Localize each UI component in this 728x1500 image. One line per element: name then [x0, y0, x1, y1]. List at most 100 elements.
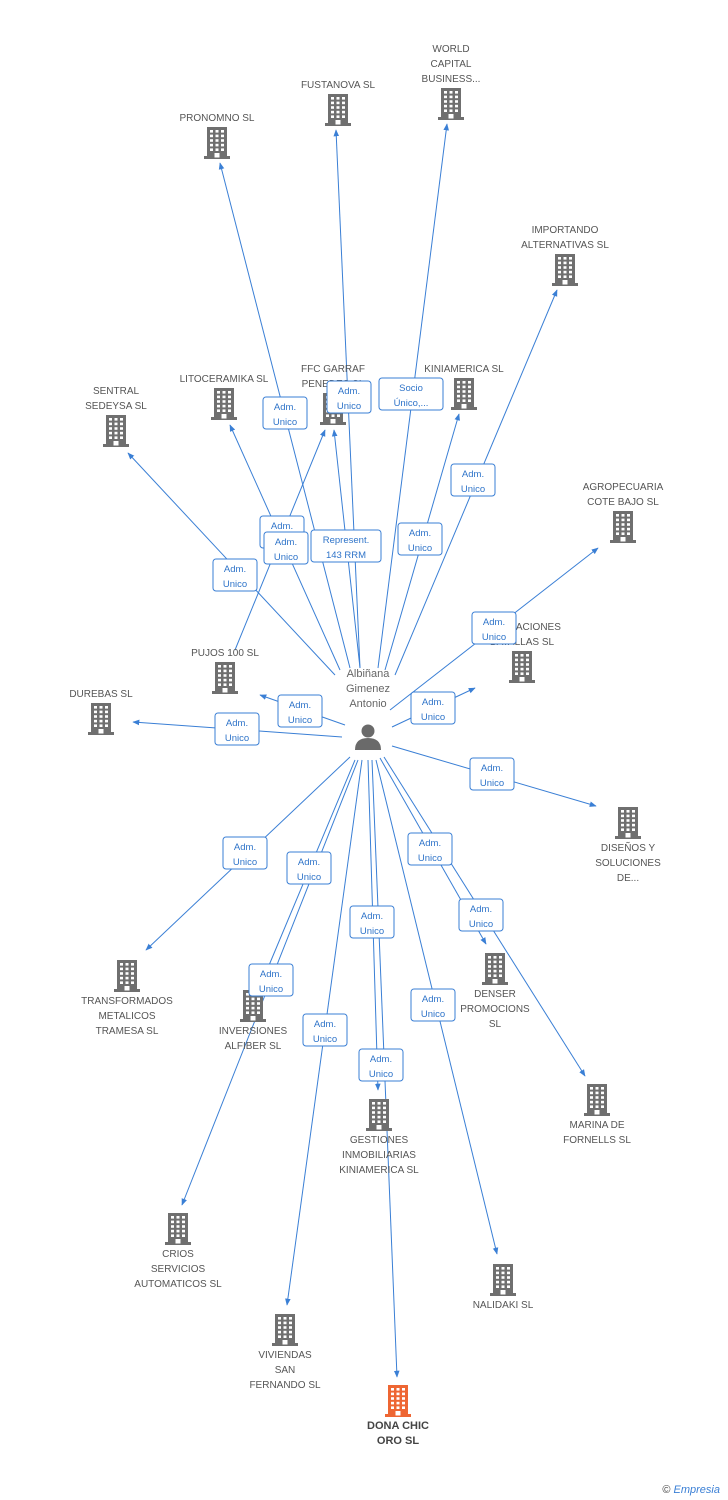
copyright-symbol: ©	[662, 1484, 671, 1496]
relation-label[interactable]: Adm.Unico	[397, 522, 443, 556]
company-label: FORNELLS SL	[563, 1135, 631, 1146]
relation-label[interactable]: Adm.Unico	[469, 757, 515, 791]
relation-text: Adm.	[274, 402, 296, 413]
company-label: BATALLAS SL	[490, 637, 555, 648]
relation-label[interactable]: Adm.Unico	[263, 531, 309, 565]
footer-brand[interactable]: © Empresia	[662, 1484, 720, 1496]
relation-text: Adm.	[260, 969, 282, 980]
company-label: DE...	[617, 873, 639, 884]
relations-layer: Adm.UnicoAdm.UnicoSocioÚnico,...Adm.Unic…	[212, 377, 517, 1082]
company-label: TRAMESA SL	[96, 1026, 159, 1037]
relation-text: Adm.	[462, 469, 484, 480]
relation-text: Unico	[223, 579, 247, 590]
company-label: PUJOS 100 SL	[191, 648, 259, 659]
edges-layer	[127, 123, 599, 1378]
company-label: IMPORTANDO	[532, 225, 599, 236]
company-label: SEDEYSA SL	[85, 401, 147, 412]
relation-label[interactable]: Adm.Unico	[349, 905, 395, 939]
building-icon	[204, 127, 230, 159]
company-label: DISEÑOS Y	[601, 841, 656, 854]
company-label: WORLD	[432, 44, 469, 55]
relation-text: Unico	[313, 1034, 337, 1045]
relation-text: Unico	[233, 857, 257, 868]
relation-label[interactable]: Adm.Unico	[358, 1048, 404, 1082]
relation-label[interactable]: Adm.Unico	[248, 963, 294, 997]
relation-text: Unico	[421, 1009, 445, 1020]
relation-label[interactable]: Adm. Unico	[410, 691, 456, 725]
relation-label[interactable]: Represent.143 RRM	[310, 529, 382, 563]
relation-text: Unico	[273, 417, 297, 428]
relation-text: Unico	[418, 853, 442, 864]
relation-label[interactable]: Adm.Unico	[458, 898, 504, 932]
company-label: DONA CHIC	[367, 1420, 429, 1432]
relation-label[interactable]: Adm.Unico	[450, 463, 496, 497]
company-node-nalidaki[interactable]: NALIDAKI SL	[473, 1264, 534, 1311]
company-label: DUREBAS SL	[69, 689, 133, 700]
building-icon	[212, 662, 238, 694]
relation-label[interactable]: Adm.Unico	[214, 712, 260, 746]
company-label: TRANSFORMADOS	[81, 996, 173, 1007]
company-label: AGROPECUARIA	[583, 482, 664, 493]
company-label: SOLUCIONES	[595, 858, 661, 869]
company-label: DENSER	[474, 989, 516, 1000]
company-label: CRIOS	[162, 1249, 194, 1260]
relation-text: Adm.	[409, 528, 431, 539]
company-label: BUSINESS...	[422, 74, 481, 85]
building-icon	[584, 1084, 610, 1116]
company-node-durebas[interactable]: DUREBAS SL	[69, 689, 133, 735]
relation-label[interactable]: Adm. Unico	[262, 396, 308, 430]
relation-label[interactable]: Adm. Unico	[212, 558, 258, 592]
relation-label[interactable]: SocioÚnico,...	[378, 377, 444, 411]
relation-text: Unico	[482, 632, 506, 643]
brand-name: Empresia	[673, 1484, 720, 1496]
company-label: PROMOCIONS	[460, 1004, 530, 1015]
company-node-disenos[interactable]: DISEÑOS Y SOLUCIONES DE...	[595, 807, 661, 884]
company-node-importando[interactable]: IMPORTANDO ALTERNATIVAS SL	[521, 225, 609, 286]
company-label: GESTIONES	[350, 1135, 409, 1146]
company-node-pronomno[interactable]: PRONOMNO SL	[179, 113, 255, 159]
relation-label[interactable]: Adm.Unico	[277, 694, 323, 728]
relation-text: Unico	[421, 712, 445, 723]
relation-text: Adm.	[422, 697, 444, 708]
relation-text: Adm.	[271, 521, 293, 532]
person-name-label: Antonio	[349, 698, 386, 710]
building-icon	[610, 511, 636, 543]
company-node-kiniamerica[interactable]: KINIAMERICA SL	[424, 364, 504, 410]
relation-text: Unico	[274, 552, 298, 563]
company-label: KINIAMERICA SL	[339, 1165, 419, 1176]
company-label: FUSTANOVA SL	[301, 80, 376, 91]
company-label: ALTERNATIVAS SL	[521, 240, 609, 251]
relation-text: Adm.	[226, 718, 248, 729]
relation-label[interactable]: Adm.Unico	[471, 611, 517, 645]
person-name-label: Albiñana	[347, 668, 391, 680]
company-label: FFC GARRAF	[301, 364, 365, 375]
company-node-pujos[interactable]: PUJOS 100 SL	[191, 648, 259, 694]
relation-label[interactable]: Adm.Unico	[302, 1013, 348, 1047]
relation-text: Adm.	[361, 911, 383, 922]
company-node-litoceramika[interactable]: LITOCERAMIKA SL	[180, 374, 269, 420]
relation-label[interactable]: Adm.Unico	[407, 832, 453, 866]
relation-label[interactable]: Adm.Unico	[222, 836, 268, 870]
company-label: KINIAMERICA SL	[424, 364, 504, 375]
company-node-fustanova[interactable]: FUSTANOVA SL	[301, 80, 376, 126]
company-node-world[interactable]: WORLDCAPITALBUSINESS...	[422, 44, 481, 120]
relation-text: Adm.	[224, 564, 246, 575]
company-label: AUTOMATICOS SL	[134, 1279, 222, 1290]
relation-label[interactable]: Adm.Unico	[410, 988, 456, 1022]
relation-label[interactable]: Adm.Unico	[326, 380, 372, 414]
relation-label[interactable]: Adm.Unico	[286, 851, 332, 885]
company-label: FERNANDO SL	[249, 1380, 321, 1391]
